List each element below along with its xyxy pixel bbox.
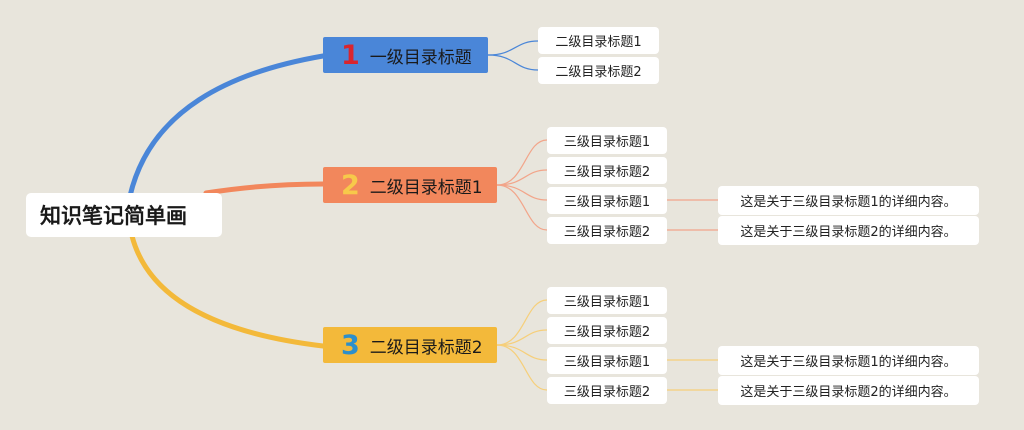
branch-label-2: 二级目录标题1 xyxy=(369,177,483,198)
leaf-b2-2[interactable]: 三级目录标题2 xyxy=(547,157,667,184)
connector-b3-c1 xyxy=(496,299,548,346)
branch-label-3: 二级目录标题2 xyxy=(369,337,483,358)
connector-b3-c3 xyxy=(496,344,548,361)
connector-b1-c2 xyxy=(487,54,539,71)
branch-number-1: 1 xyxy=(341,39,360,71)
branch-node-2[interactable]: 2 二级目录标题1 xyxy=(323,167,497,203)
leaf-label: 三级目录标题2 xyxy=(563,225,651,240)
connector-b2-c1 xyxy=(496,139,548,186)
leaf-label: 二级目录标题1 xyxy=(555,35,642,50)
leaf-label: 二级目录标题2 xyxy=(555,65,642,80)
detail-b2-1[interactable]: 这是关于三级目录标题1的详细内容。 xyxy=(718,186,979,215)
connector-b2-c4 xyxy=(496,184,548,231)
detail-b3-1[interactable]: 这是关于三级目录标题1的详细内容。 xyxy=(718,346,979,375)
leaf-b3-4[interactable]: 三级目录标题2 xyxy=(547,377,667,404)
leaf-b3-3[interactable]: 三级目录标题1 xyxy=(547,347,667,374)
branch-number-2: 2 xyxy=(341,169,360,201)
leaf-b1-1[interactable]: 二级目录标题1 xyxy=(538,27,659,54)
leaf-label: 三级目录标题2 xyxy=(563,165,651,180)
leaf-b2-3[interactable]: 三级目录标题1 xyxy=(547,187,667,214)
branch-number-3: 3 xyxy=(341,329,360,361)
detail-b3-2[interactable]: 这是关于三级目录标题2的详细内容。 xyxy=(718,376,979,405)
branch-label-1: 一级目录标题 xyxy=(369,47,472,68)
connector-b3-c4 xyxy=(496,344,548,391)
connector-b2-c3 xyxy=(496,184,548,201)
detail-text: 这是关于三级目录标题2的详细内容。 xyxy=(740,225,957,240)
connector-b1-c1 xyxy=(487,40,539,56)
branch-node-1[interactable]: 1 一级目录标题 xyxy=(323,37,488,73)
leaf-b2-4[interactable]: 三级目录标题2 xyxy=(547,217,667,244)
detail-text: 这是关于三级目录标题1的详细内容。 xyxy=(740,195,957,210)
connector-root-branch-3 xyxy=(129,233,326,349)
root-node[interactable]: 知识笔记简单画 xyxy=(26,193,222,237)
leaf-label: 三级目录标题1 xyxy=(563,195,651,210)
detail-b2-2[interactable]: 这是关于三级目录标题2的详细内容。 xyxy=(718,216,979,245)
connector-root-branch-1 xyxy=(127,53,326,199)
detail-text: 这是关于三级目录标题2的详细内容。 xyxy=(740,385,957,400)
leaf-b3-1[interactable]: 三级目录标题1 xyxy=(547,287,667,314)
connector-root-branch-2 xyxy=(203,181,326,196)
leaf-label: 三级目录标题1 xyxy=(563,355,651,370)
leaf-label: 三级目录标题2 xyxy=(563,385,651,400)
leaf-b2-1[interactable]: 三级目录标题1 xyxy=(547,127,667,154)
connector-b2-c2 xyxy=(496,169,548,186)
leaf-b1-2[interactable]: 二级目录标题2 xyxy=(538,57,659,84)
leaf-b3-2[interactable]: 三级目录标题2 xyxy=(547,317,667,344)
connector-b3-c2 xyxy=(496,329,548,346)
detail-text: 这是关于三级目录标题1的详细内容。 xyxy=(740,355,957,370)
leaf-label: 三级目录标题1 xyxy=(563,295,651,310)
branch-node-3[interactable]: 3 二级目录标题2 xyxy=(323,327,497,363)
leaf-label: 三级目录标题2 xyxy=(563,325,651,340)
leaf-label: 三级目录标题1 xyxy=(563,135,651,150)
root-label: 知识笔记简单画 xyxy=(40,204,187,228)
